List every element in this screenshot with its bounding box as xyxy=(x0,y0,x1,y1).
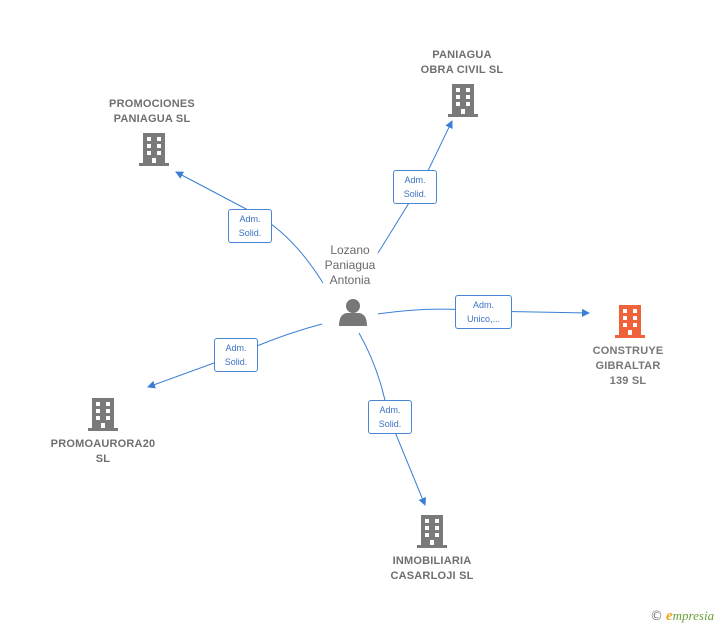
building-icon-highlighted[interactable] xyxy=(615,305,645,338)
company-label-promoaurora20[interactable]: PROMOAURORA20 SL xyxy=(50,438,156,465)
empresia-logo[interactable]: ©empresia xyxy=(650,608,714,625)
person-name[interactable]: Lozano Paniagua Antonia xyxy=(324,243,376,287)
building-icon[interactable] xyxy=(139,133,169,166)
brand-name-rest: mpresia xyxy=(672,608,715,623)
edge-label-promoaurora20[interactable]: Adm. Solid. xyxy=(214,338,258,372)
brand-e-letter: e xyxy=(666,608,673,624)
edge-label-inmobiliaria-casarloji[interactable]: Adm. Solid. xyxy=(368,400,412,434)
company-label-construye-gibraltar[interactable]: CONSTRUYE GIBRALTAR 139 SL xyxy=(592,345,664,387)
person-icon[interactable] xyxy=(339,299,367,326)
company-label-inmobiliaria-casarloji[interactable]: INMOBILIARIA CASARLOJI SL xyxy=(390,555,474,582)
edge-label-construye-gibraltar[interactable]: Adm. Unico,... xyxy=(455,295,512,329)
edge-label-paniagua-obra-civil[interactable]: Adm. Solid. xyxy=(393,170,437,204)
building-icon[interactable] xyxy=(417,515,447,548)
company-label-paniagua-obra-civil[interactable]: PANIAGUA OBRA CIVIL SL xyxy=(420,49,504,76)
building-icon[interactable] xyxy=(448,84,478,117)
building-icon[interactable] xyxy=(88,398,118,431)
copyright-symbol: © xyxy=(650,609,663,624)
company-label-promociones-paniagua[interactable]: PROMOCIONES PANIAGUA SL xyxy=(109,98,195,125)
edge-label-promociones-paniagua[interactable]: Adm. Solid. xyxy=(228,209,272,243)
